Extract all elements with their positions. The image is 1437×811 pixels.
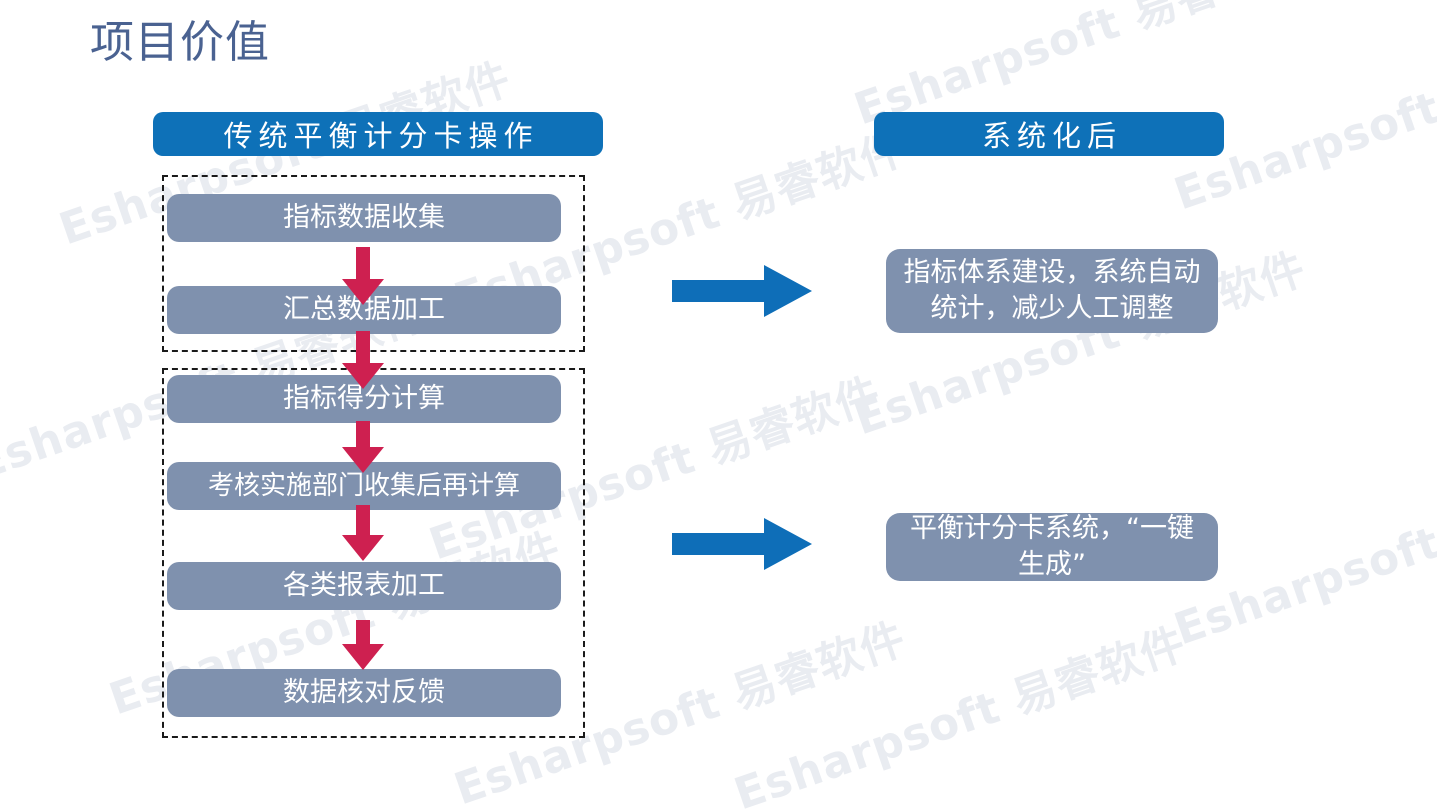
arrow-right-icon	[672, 265, 812, 317]
watermark-text: Esharpsoft 易睿软件	[728, 618, 1193, 811]
arrow-right-icon	[672, 518, 812, 570]
arrow-down-icon	[342, 421, 384, 473]
column-header-systemized: 系统化后	[874, 112, 1224, 156]
arrow-down-icon	[342, 505, 384, 561]
arrow-down-icon	[342, 331, 384, 389]
page-title: 项目价值	[90, 17, 270, 68]
column-header-traditional: 传统平衡计分卡操作	[153, 112, 603, 156]
process-box-data-verification-feedback[interactable]: 数据核对反馈	[167, 669, 561, 717]
result-box-indicator-system[interactable]: 指标体系建设，系统自动统计，减少人工调整	[886, 249, 1218, 333]
process-box-data-collection[interactable]: 指标数据收集	[167, 194, 561, 242]
arrow-down-icon	[342, 247, 384, 305]
dashed-group-data-collection	[162, 175, 585, 352]
result-box-bsc-system[interactable]: 平衡计分卡系统，“一键生成”	[886, 513, 1218, 581]
process-box-report-processing[interactable]: 各类报表加工	[167, 562, 561, 610]
arrow-down-icon	[342, 620, 384, 670]
